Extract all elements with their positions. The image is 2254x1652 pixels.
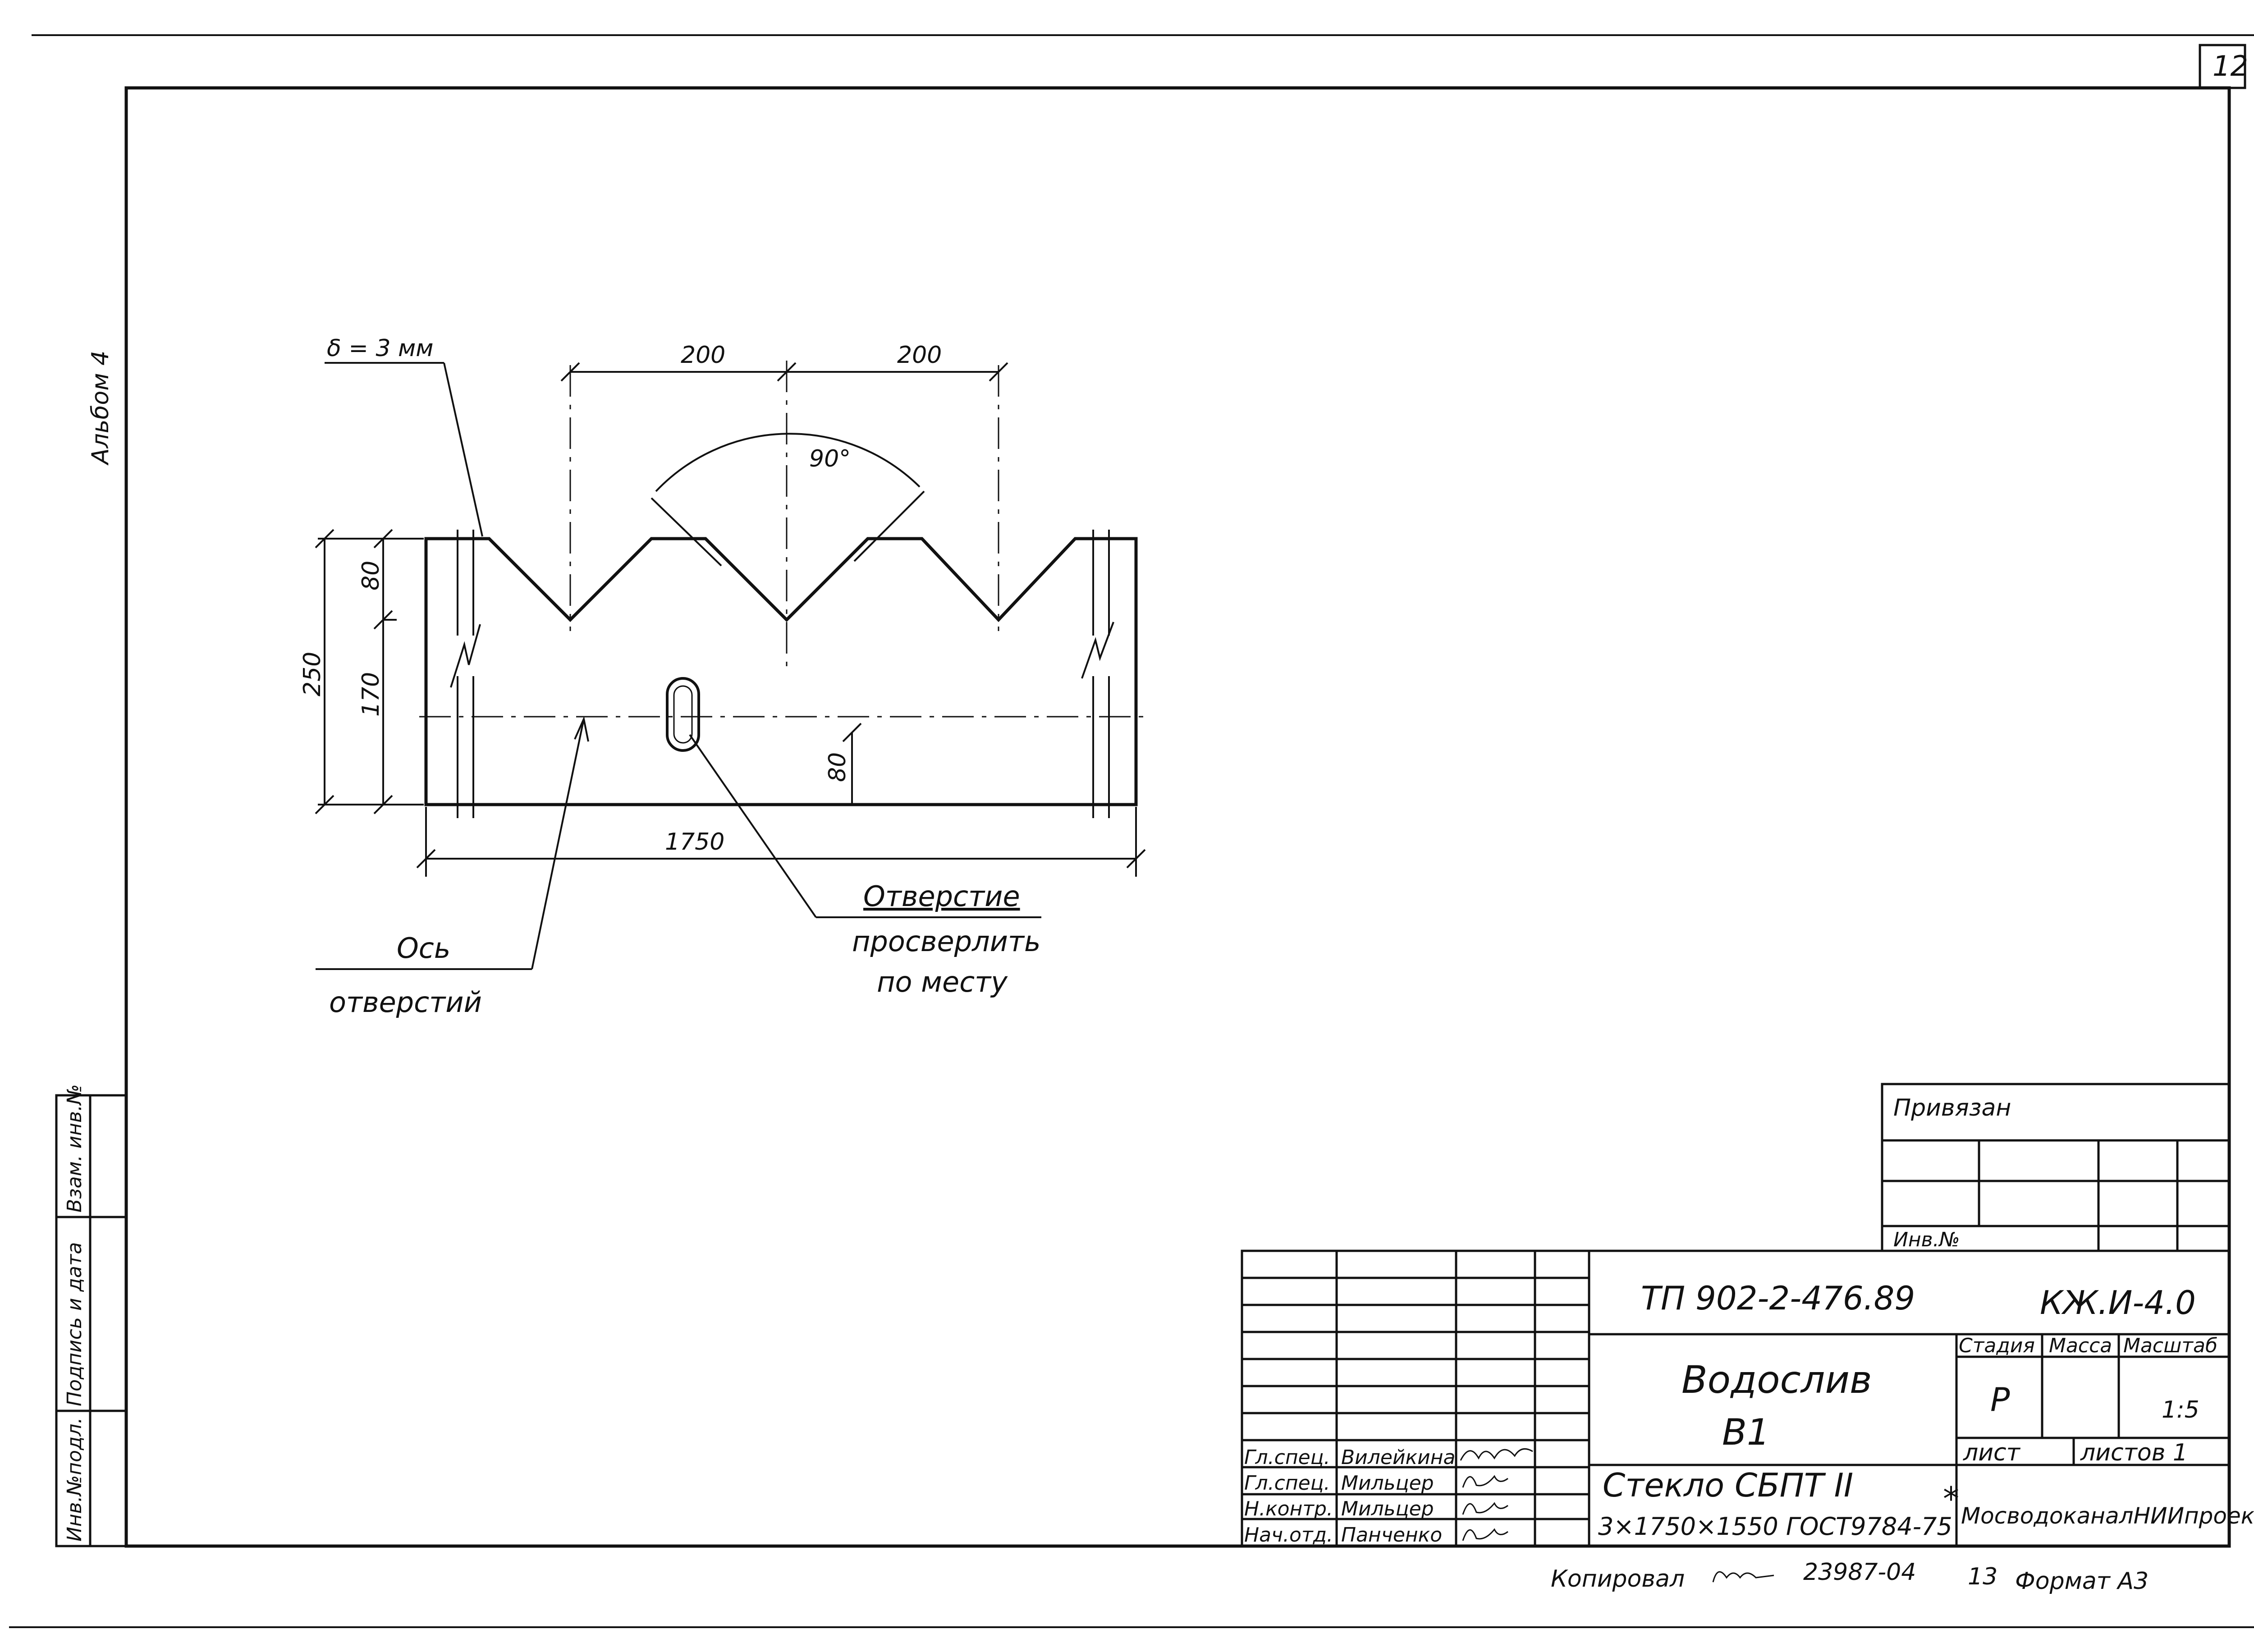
side-inv-podl: Инв.№подл.	[63, 1417, 86, 1542]
doc-code: ТП 902-2-476.89	[1641, 1279, 1915, 1317]
sheets-label: листов 1	[2080, 1439, 2188, 1466]
note-hole-2: просверлить	[852, 925, 1041, 958]
note-axis-2: отверстий	[329, 986, 482, 1019]
copier-signature	[1712, 1571, 1774, 1583]
note-hole-3: по месту	[877, 966, 1008, 998]
footer-page: 13	[1968, 1563, 1997, 1590]
material-line2: 3×1750×1550 ГОСТ9784-75	[1598, 1512, 1952, 1541]
dim-200-right: 200	[897, 342, 942, 369]
dim-angle-label: 90°	[809, 445, 851, 472]
row-role: Гл.спец.	[1244, 1472, 1330, 1495]
footer-format: Формат А3	[2015, 1568, 2149, 1595]
dim-1750: 1750	[665, 828, 724, 856]
dim-80-top: 80	[357, 561, 385, 590]
hdr-stage: Стадия	[1959, 1334, 2035, 1357]
leader-thickness	[325, 362, 483, 537]
side-vzam: Взам. инв.№	[63, 1084, 86, 1213]
material-line1: Стекло СБПТ II	[1603, 1466, 1853, 1504]
slotted-hole	[666, 677, 700, 752]
leader-axis	[316, 716, 589, 970]
break-line-left	[450, 530, 481, 818]
title-block	[1241, 1249, 2231, 1547]
privyazan-inv: Инв.№	[1893, 1228, 1960, 1251]
album-label: Альбом 4	[87, 351, 114, 466]
dim-top	[560, 362, 1008, 382]
side-stamp	[55, 1094, 128, 1547]
signatures	[1460, 1448, 1533, 1541]
thickness-label: δ = 3 мм	[327, 335, 434, 362]
dim-80-right: 80	[824, 752, 851, 782]
stage-value: Р	[1990, 1381, 2010, 1419]
dim-left	[315, 529, 424, 815]
sheet-label: лист	[1963, 1439, 2021, 1466]
privyazan-title: Привязан	[1893, 1094, 2011, 1121]
sheet-number: 12	[2213, 50, 2248, 82]
doc-mark: КЖ.И-4.0	[2040, 1284, 2196, 1322]
name-line1: Водослив	[1681, 1358, 1872, 1402]
center-lines	[419, 361, 1145, 718]
row-name: Панченко	[1341, 1524, 1442, 1547]
dim-angle	[651, 433, 925, 567]
dim-250: 250	[299, 652, 326, 696]
dim-right	[842, 723, 862, 805]
weir-plate	[424, 537, 1138, 806]
note-hole-1: Отверстие	[863, 880, 1020, 913]
hdr-scale: Масштаб	[2123, 1334, 2217, 1357]
dim-170: 170	[357, 672, 385, 717]
org-name: МосводоканалНИИпроект	[1961, 1503, 2254, 1529]
row-name: Мильцер	[1341, 1497, 1434, 1520]
hdr-mass: Масса	[2049, 1334, 2112, 1357]
material-asterisk: *	[1943, 1480, 1959, 1518]
row-name: Мильцер	[1341, 1472, 1434, 1495]
row-role: Нач.отд.	[1244, 1524, 1333, 1547]
footer-number: 23987-04	[1803, 1559, 1916, 1586]
sheet-frame	[9, 34, 2254, 1628]
dim-200-left: 200	[681, 342, 725, 369]
row-role: Н.контр.	[1244, 1497, 1333, 1520]
row-name: Вилейкина	[1341, 1446, 1455, 1469]
signature-rows: Гл.спец. Вилейкина Гл.спец. Мильцер Н.ко…	[1244, 1446, 1455, 1547]
footer-copied: Копировал	[1551, 1565, 1685, 1593]
dim-bottom	[416, 807, 1146, 877]
side-sign-date: Подпись и дата	[63, 1242, 86, 1406]
name-line2: В1	[1722, 1411, 1770, 1453]
leader-hole	[689, 734, 1041, 918]
break-line-right	[1081, 530, 1114, 818]
note-axis-1: Ось	[397, 932, 450, 965]
scale-value: 1:5	[2162, 1396, 2199, 1423]
row-role: Гл.спец.	[1244, 1446, 1330, 1469]
